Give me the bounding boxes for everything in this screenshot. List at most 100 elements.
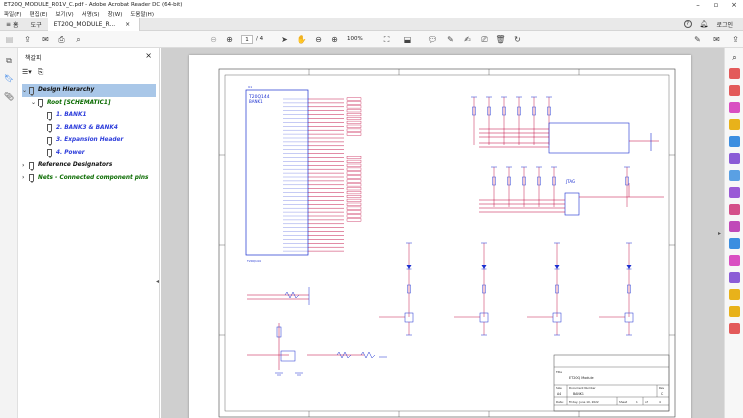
scan-ocr-icon[interactable]	[729, 170, 740, 181]
share-mail-icon[interactable]: ✉	[713, 35, 720, 44]
select-cursor-icon[interactable]: ➤	[281, 35, 288, 44]
tab-home-label: 홈	[13, 21, 19, 29]
page-number-input[interactable]: 1	[241, 35, 253, 44]
hand-tool-icon[interactable]: ✋	[296, 35, 307, 44]
bookmark-icon[interactable]: 🔖︎	[4, 74, 15, 83]
bookmark-item[interactable]: ⌄Root [SCHEMATIC1]	[22, 97, 156, 110]
tb-size: A4	[557, 392, 561, 396]
tb-date-label: Date:	[556, 400, 564, 404]
fit-page-icon[interactable]: ⛶	[383, 34, 390, 44]
protect-icon[interactable]	[729, 204, 740, 215]
tab-tools[interactable]: 도구	[25, 20, 48, 29]
export-pdf-icon[interactable]	[729, 68, 740, 79]
panel-tools: ☰▾ ⎘	[22, 68, 43, 78]
share-icon[interactable]: ⇪	[732, 35, 739, 44]
scroll-mode-icon[interactable]: ⬓	[403, 35, 412, 44]
menu-sign[interactable]: 서명(S)	[81, 12, 100, 18]
prepare-form-icon[interactable]	[729, 272, 740, 283]
options-menu-icon[interactable]: ☰▾	[22, 68, 32, 76]
pdf-edit-icon[interactable]: ✎	[694, 35, 701, 44]
highlight-pen-icon[interactable]: ✎	[447, 35, 454, 44]
collapse-panel-icon[interactable]: ◂	[156, 278, 160, 285]
create-pdf-icon[interactable]	[729, 85, 740, 96]
zoom-level-select[interactable]: 100%	[347, 36, 363, 42]
collapse-tools-icon[interactable]: ▸	[718, 230, 722, 237]
bookmarks-panel: ⧉ 🔖︎ 📎︎ 책갈피 × ☰▾ ⎘ ⌄Design Hierarchy⌄Roo…	[0, 48, 160, 418]
bookmark-item[interactable]: 1. BANK1	[22, 109, 156, 122]
page-thumbnails-icon[interactable]: ⧉	[6, 56, 12, 65]
fill-sign-icon[interactable]	[729, 187, 740, 198]
close-button[interactable]: ×	[731, 1, 737, 9]
window-title: ET20Q_MODULE_R01V_C.pdf - Adobe Acrobat …	[4, 2, 183, 8]
maximize-button[interactable]: ▫	[713, 1, 719, 9]
tb-rev-label: Rev	[659, 386, 665, 390]
rotate-icon[interactable]: ↻	[514, 35, 521, 44]
chevron-right-icon[interactable]: ›	[22, 161, 25, 169]
panel-close-icon[interactable]: ×	[145, 51, 152, 60]
measure-icon[interactable]	[729, 306, 740, 317]
bookmark-item[interactable]: 4. Power	[22, 147, 156, 160]
chevron-right-icon[interactable]: ›	[22, 174, 25, 182]
bookmark-item[interactable]: ›Reference Designators	[22, 159, 156, 172]
login-button[interactable]: 로그인	[716, 21, 733, 29]
panel-title: 책갈피	[25, 55, 42, 62]
bookmark-item[interactable]: ›Nets - Connected component pins	[22, 172, 156, 185]
search-icon[interactable]: ⌕	[76, 34, 81, 44]
menu-window[interactable]: 창(W)	[107, 12, 123, 18]
tb-sheet: 1	[636, 400, 638, 404]
window-controls: – ▫ ×	[689, 0, 743, 10]
zoom-in-icon[interactable]: ⊕	[331, 35, 338, 44]
save-icon[interactable]: ▤	[5, 35, 14, 44]
draw-icon[interactable]: ✍	[464, 35, 471, 44]
delete-icon[interactable]: 🗑︎	[495, 35, 506, 44]
bookmark-icon	[29, 161, 34, 171]
menu-file[interactable]: 파일(F)	[4, 12, 22, 18]
prev-page-icon[interactable]: ⊖	[210, 35, 217, 44]
stamp-tool-icon[interactable]	[729, 289, 740, 300]
upload-icon[interactable]: ⇪	[24, 35, 31, 44]
bookmark-item[interactable]: 3. Expansion Header	[22, 134, 156, 147]
tb-sheet-label: Sheet	[619, 400, 628, 404]
zoom-search-icon[interactable]: ⌕	[732, 53, 737, 62]
print-icon[interactable]: ⎙	[58, 34, 65, 44]
tab-close-icon[interactable]: ×	[125, 20, 131, 28]
tab-home[interactable]: ≡ 홈	[0, 20, 25, 29]
jtag-connector	[564, 192, 580, 216]
minimize-button[interactable]: –	[696, 1, 700, 9]
bell-icon[interactable]: 🔔︎	[699, 20, 709, 28]
organize-pages-icon[interactable]	[729, 153, 740, 164]
send-sign-icon[interactable]	[729, 221, 740, 232]
optimize-icon[interactable]	[729, 238, 740, 249]
ic-name: T20Q144	[248, 94, 270, 100]
menu-help[interactable]: 도움말(H)	[130, 12, 154, 18]
document-viewer[interactable]: U1 T20Q144 BANK1 T20Q144 JTAG	[161, 48, 724, 418]
chevron-down-icon[interactable]: ⌄	[22, 86, 28, 94]
mail-icon[interactable]: ✉	[42, 35, 49, 44]
pullup-resistors	[471, 96, 552, 145]
next-page-icon[interactable]: ⊕	[226, 35, 233, 44]
comment-tool-icon[interactable]	[729, 119, 740, 130]
more-tools-icon[interactable]	[729, 323, 740, 334]
bookmark-label: 3. Expansion Header	[56, 137, 124, 144]
zoom-out-icon[interactable]: ⊖	[315, 35, 322, 44]
stamp-icon[interactable]: ⎚	[481, 34, 488, 44]
menu-view[interactable]: 보기(V)	[55, 12, 74, 18]
chevron-down-icon[interactable]: ⌄	[31, 99, 37, 107]
title-block: Title ET20Q Module Size A4 Document Numb…	[553, 354, 670, 412]
new-bookmark-icon[interactable]: ⎘	[37, 68, 44, 76]
edit-pdf-icon[interactable]	[729, 102, 740, 113]
attachment-icon[interactable]: 📎︎	[4, 92, 15, 101]
tb-of: 4	[659, 400, 661, 404]
redact-icon[interactable]	[729, 255, 740, 266]
tb-size-label: Size	[556, 386, 562, 390]
comment-icon[interactable]: 💬︎	[427, 35, 438, 44]
tab-document[interactable]: ET20Q_MODULE_R... ×	[47, 17, 140, 31]
bookmark-icon	[29, 86, 34, 96]
tab-tools-label: 도구	[30, 21, 42, 29]
combine-files-icon[interactable]	[729, 136, 740, 147]
tb-of-label: of	[645, 400, 649, 404]
help-icon[interactable]: ?	[683, 20, 692, 28]
bookmark-item[interactable]: 2. BANK3 & BANK4	[22, 122, 156, 135]
menu-edit[interactable]: 편집(E)	[29, 12, 48, 18]
bookmark-item[interactable]: ⌄Design Hierarchy	[22, 84, 156, 97]
